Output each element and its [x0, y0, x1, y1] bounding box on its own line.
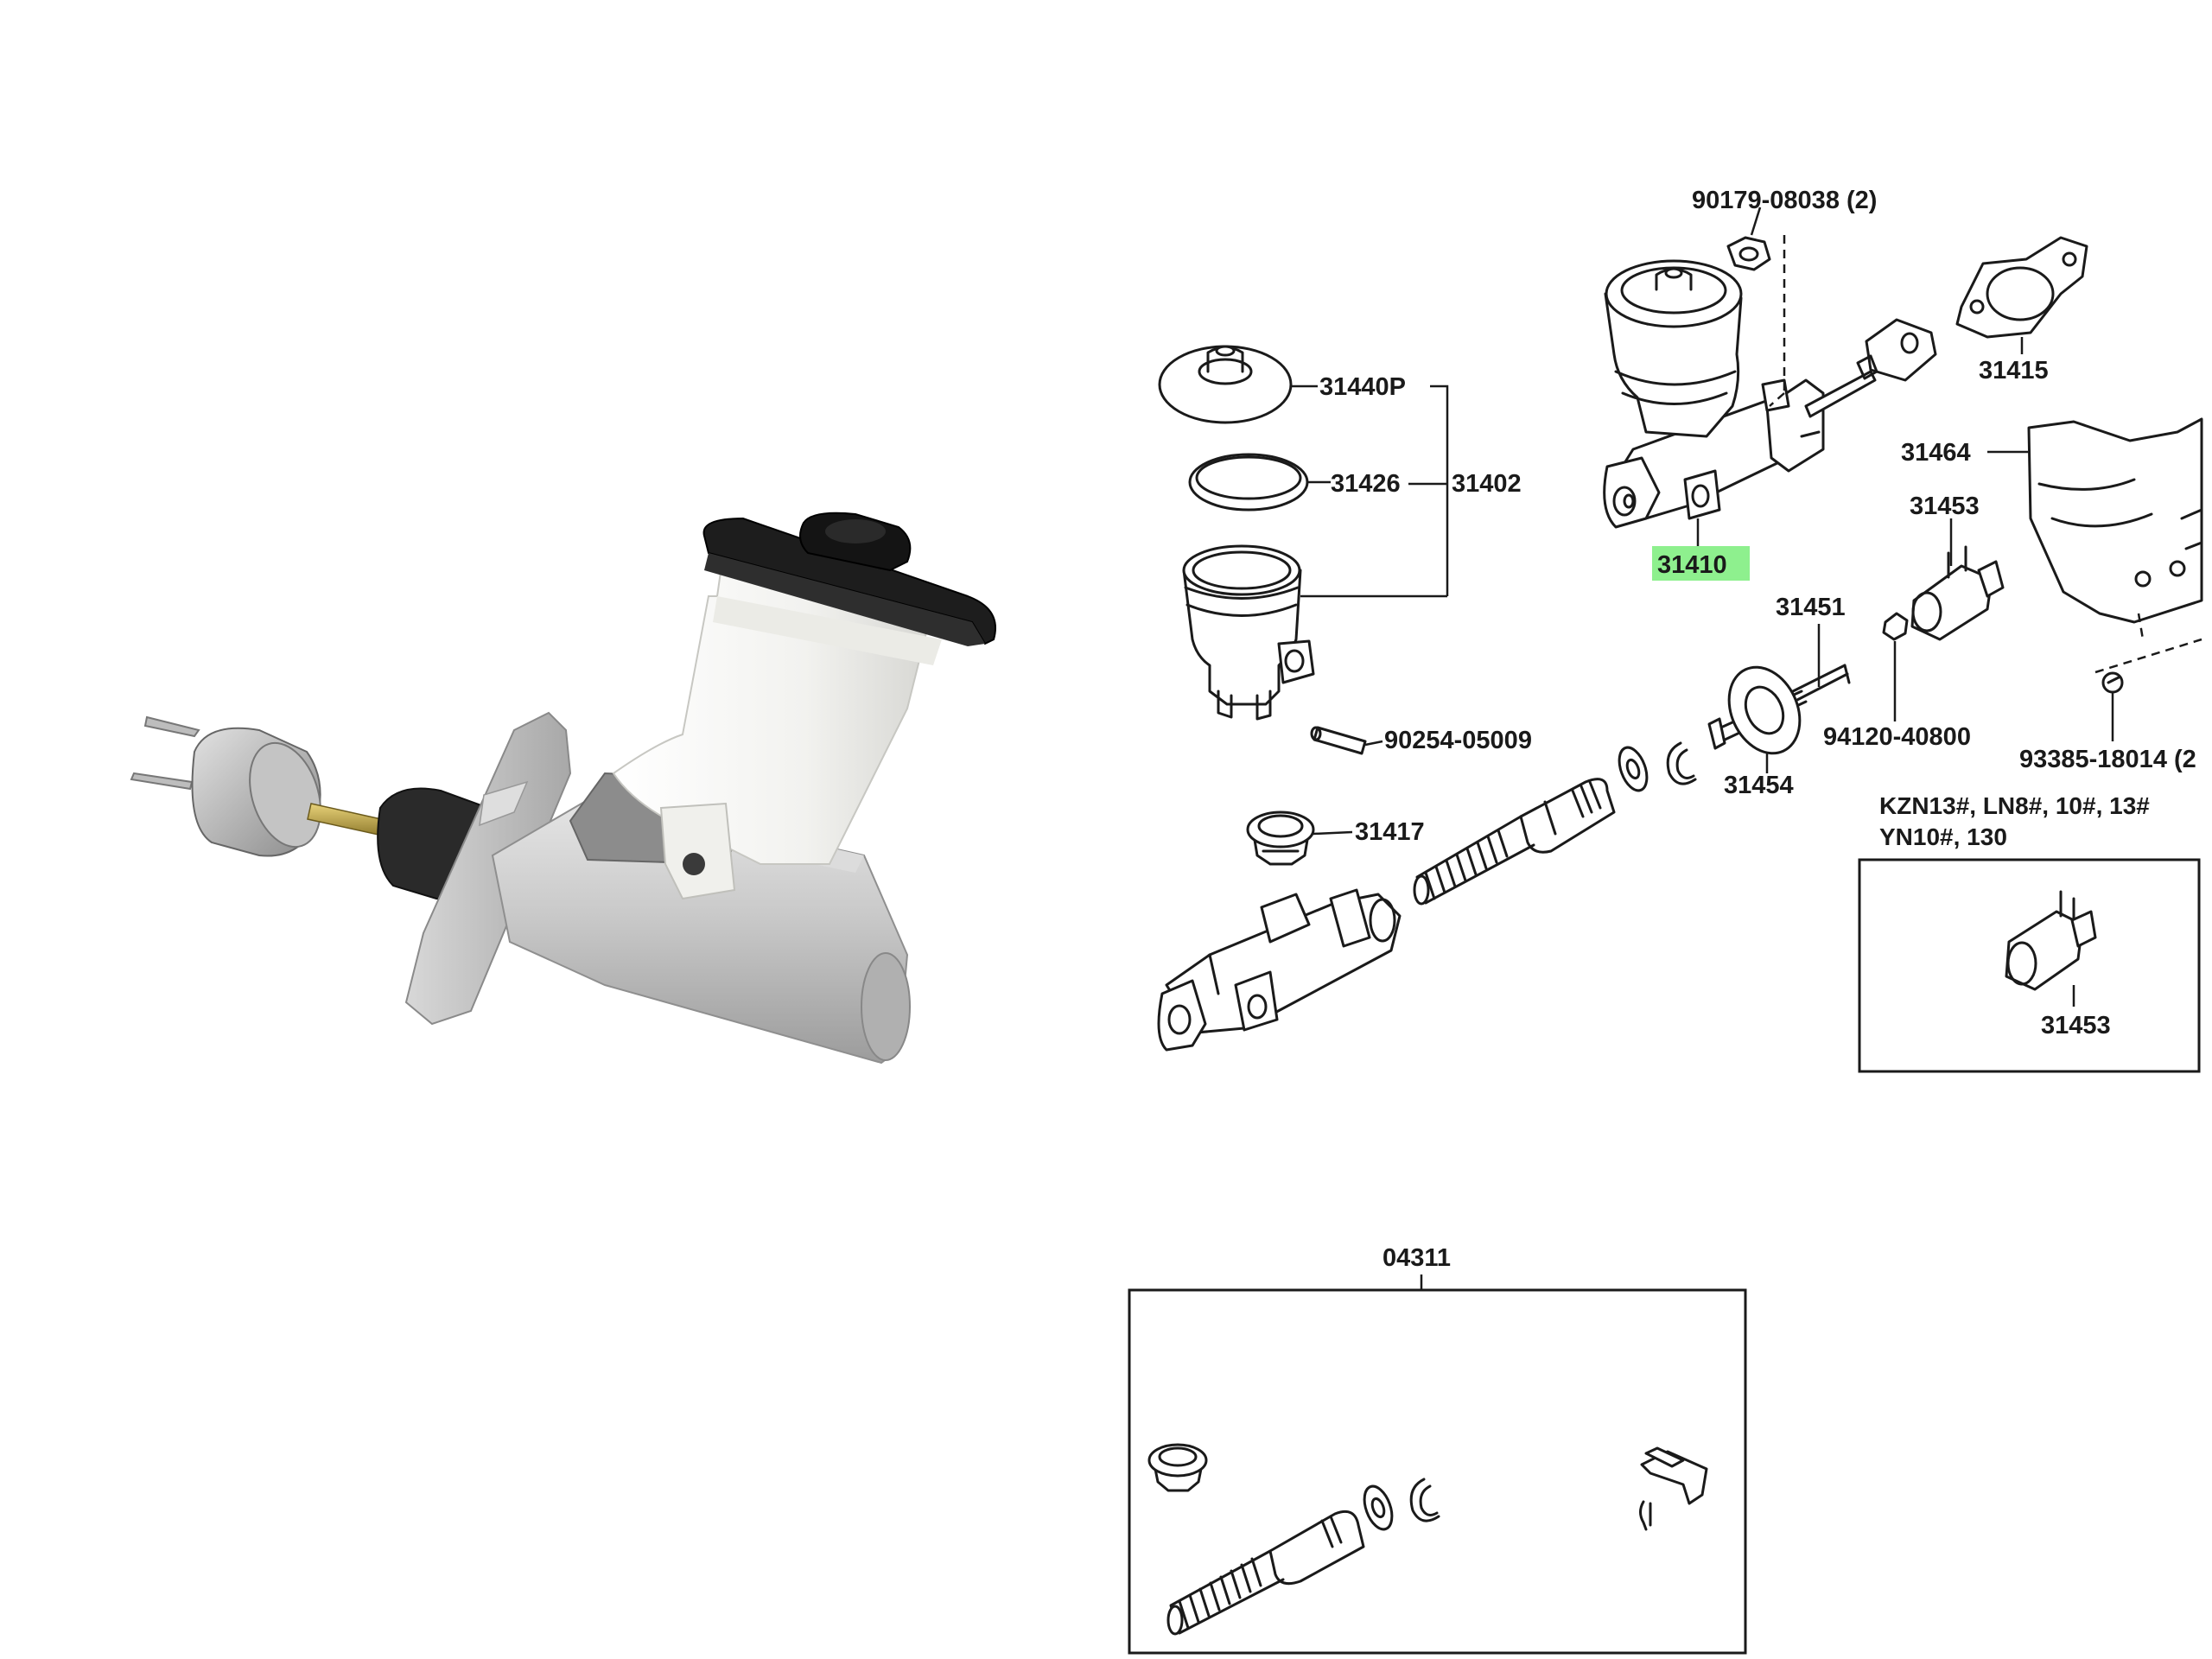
label-31451: 31451	[1776, 594, 1846, 621]
push-rod	[307, 803, 390, 837]
switch-terminal-clip	[130, 772, 194, 791]
label-31426: 31426	[1331, 470, 1401, 498]
switch-terminal-clip	[143, 715, 200, 738]
push-rod-drawing	[1707, 664, 1851, 755]
label-31410: 31410	[1657, 551, 1727, 579]
label-31454: 31454	[1724, 772, 1794, 799]
clutch-switch-variant-drawing	[2005, 890, 2097, 991]
clip-drawing	[2101, 671, 2124, 694]
model-note-line1: KZN13#, LN8#, 10#, 13#	[1879, 792, 2150, 819]
repair-kit-box	[1128, 1288, 1747, 1655]
label-31464: 31464	[1901, 439, 1971, 467]
label-93385-18014: 93385-18014 (2	[2019, 746, 2196, 773]
clutch-master-cylinder-photo	[130, 512, 996, 1065]
kit-pin-drawing	[1640, 1446, 1708, 1505]
label-04311: 04311	[1382, 1244, 1451, 1272]
lock-nut-drawing	[1882, 612, 1909, 641]
gasket-drawing	[1955, 236, 2088, 339]
piston-spring-drawing	[1413, 778, 1616, 906]
model-note-line2: YN10#, 130	[1879, 823, 2007, 850]
pin-drawing	[1310, 726, 1367, 755]
label-31453-variant: 31453	[2041, 1012, 2111, 1039]
diaphragm-drawing	[1188, 453, 1309, 512]
label-31415: 31415	[1979, 357, 2049, 385]
cylinder-body-drawing	[1157, 888, 1402, 1052]
variant-detail-box	[1858, 858, 2201, 1073]
snap-ring-drawing	[1666, 741, 1697, 785]
reservoir-cap-drawing	[1158, 345, 1293, 424]
insulator-plate-drawing	[2027, 417, 2203, 624]
reservoir-mount-ear	[659, 802, 736, 900]
cup-seal-drawing	[1618, 746, 1649, 792]
inlet-union-drawing	[1246, 810, 1315, 866]
kit-piston-spring-drawing	[1166, 1510, 1365, 1636]
clutch-switch-drawing	[1910, 545, 2005, 641]
label-31402: 31402	[1452, 470, 1522, 498]
label-94120-40800: 94120-40800	[1823, 723, 1971, 751]
label-31417: 31417	[1355, 818, 1425, 846]
kit-union-drawing	[1147, 1443, 1208, 1492]
label-90254-05009: 90254-05009	[1384, 727, 1532, 754]
kit-snap-ring-drawing	[1409, 1478, 1440, 1522]
highlight-31410	[1652, 546, 1750, 581]
label-90179-08038: 90179-08038 (2)	[1692, 187, 1877, 214]
reservoir-cap	[702, 517, 996, 645]
mounting-flange	[404, 711, 572, 1026]
kit-cotter-pin-drawing	[1639, 1500, 1652, 1531]
nut-drawing	[1726, 236, 1771, 271]
exploded-parts-diagram: 90179-08038 (2) 31415 31440P 31426 31402…	[1128, 187, 2203, 1655]
reservoir-body-drawing	[1182, 544, 1315, 721]
fluid-reservoir	[612, 534, 935, 865]
master-cylinder-assembly-drawing	[1603, 259, 1937, 529]
label-31453-upper: 31453	[1910, 493, 1980, 520]
label-31440p: 31440P	[1319, 373, 1406, 401]
kit-seal-drawing	[1363, 1484, 1394, 1531]
